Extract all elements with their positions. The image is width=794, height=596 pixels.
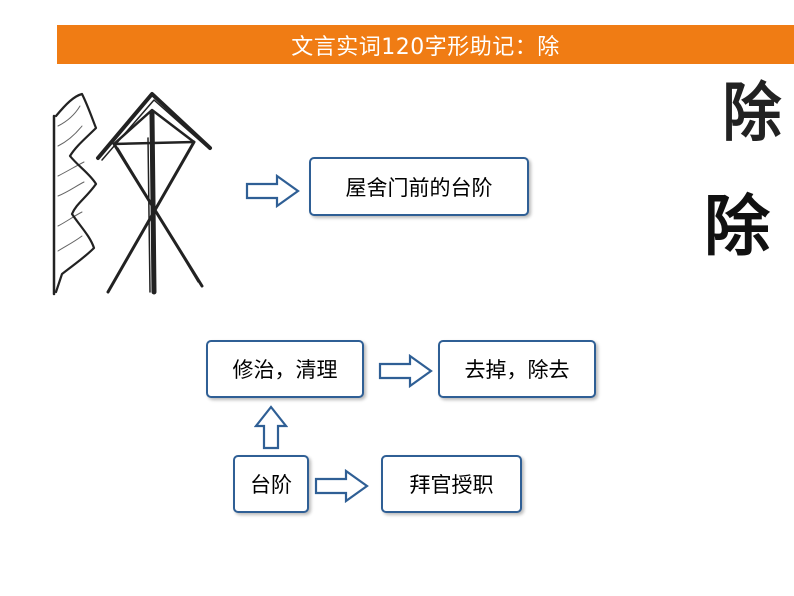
node-remove: 去掉，除去 xyxy=(438,340,596,398)
node-repair-clean: 修治，清理 xyxy=(206,340,364,398)
page-title: 文言实词120字形助记：除 xyxy=(291,29,560,61)
right-arrow-icon xyxy=(314,469,370,503)
node-label: 拜官授职 xyxy=(410,469,494,499)
title-banner: 文言实词120字形助记：除 xyxy=(57,25,794,64)
node-label: 台阶 xyxy=(250,469,292,499)
up-arrow-icon xyxy=(254,404,288,450)
right-arrow-icon xyxy=(378,354,434,388)
clerical-script-glyph: 除 xyxy=(704,194,770,260)
node-steps: 台阶 xyxy=(233,455,309,513)
node-doorstep: 屋舍门前的台阶 xyxy=(309,157,529,216)
node-label: 屋舍门前的台阶 xyxy=(346,172,493,202)
seal-script-glyph: 除 xyxy=(723,82,782,146)
node-appoint-office: 拜官授职 xyxy=(381,455,522,513)
ancient-pictograph-image xyxy=(52,86,217,298)
right-arrow-icon xyxy=(245,174,301,208)
node-label: 去掉，除去 xyxy=(465,354,570,384)
node-label: 修治，清理 xyxy=(233,354,338,384)
